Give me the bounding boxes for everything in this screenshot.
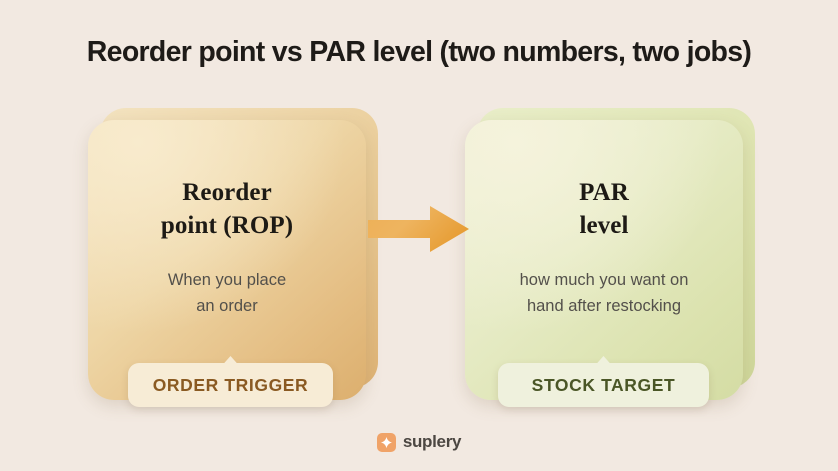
- badge-notch-icon: [595, 356, 612, 365]
- badge-notch-icon: [222, 356, 239, 365]
- page-title: Reorder point vs PAR level (two numbers,…: [86, 36, 752, 68]
- card-subtext: how much you want on hand after restocki…: [520, 268, 689, 319]
- brand-wordmark: suplery: [402, 432, 462, 451]
- card-content: PAR level how much you want on hand afte…: [465, 120, 743, 400]
- card-content: Reorder point (ROP) When you place an or…: [88, 120, 366, 400]
- card-heading-line-2: point (ROP): [160, 212, 294, 239]
- status-badge-label: STOCK TARGET: [531, 374, 676, 395]
- card-par-level: PAR level how much you want on hand afte…: [465, 108, 755, 400]
- card-subtext: When you place an order: [168, 268, 286, 319]
- status-badge-order-trigger: ORDER TRIGGER: [128, 356, 333, 407]
- card-subtext-line-2: an order: [196, 296, 258, 315]
- card-heading: Reorder point (ROP): [161, 176, 293, 242]
- card-face: [88, 120, 366, 400]
- arrow-right-icon: [368, 205, 470, 253]
- card-subtext-line-2: hand after restocking: [526, 296, 682, 315]
- card-heading-line-1: Reorder: [182, 179, 272, 206]
- card-heading-line-1: PAR: [579, 179, 629, 206]
- card-heading: PAR level: [579, 176, 629, 242]
- suplery-sparkle-logo-icon: [376, 432, 396, 452]
- card-reorder-point: Reorder point (ROP) When you place an or…: [88, 108, 378, 400]
- card-subtext-line-1: how much you want on: [519, 271, 689, 289]
- status-badge-label: ORDER TRIGGER: [152, 374, 309, 395]
- card-face: [465, 120, 743, 400]
- footer-brand: suplery: [0, 432, 838, 452]
- card-heading-line-2: level: [579, 212, 629, 239]
- card-subtext-line-1: When you place: [167, 271, 287, 289]
- status-badge-stock-target: STOCK TARGET: [498, 356, 709, 407]
